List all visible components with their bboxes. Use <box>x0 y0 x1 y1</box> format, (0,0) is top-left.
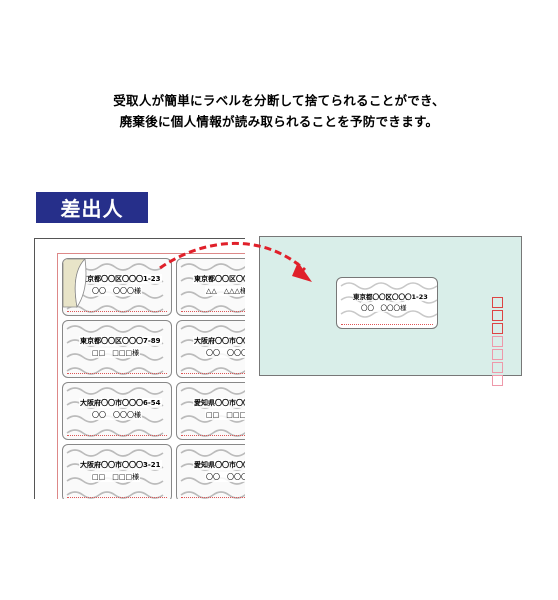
tear-line <box>341 324 433 325</box>
label-address: 東京都〇〇区〇〇〇7-89 <box>79 336 162 346</box>
label-4[interactable]: 大阪府〇〇市〇〇〇 〇〇 〇〇〇様 <box>176 320 245 378</box>
label-5[interactable]: 大阪府〇〇市〇〇〇6-54 〇〇 〇〇〇様 <box>62 382 172 440</box>
caption-line-1: 受取人が簡単にラベルを分断して捨てられることができ、 <box>113 93 445 108</box>
envelope-label-address: 東京都〇〇区〇〇〇1-23 <box>353 291 428 301</box>
label-address: 大阪府〇〇市〇〇〇6-54 <box>79 398 162 408</box>
postal-code-boxes <box>492 297 503 388</box>
peeled-corner-icon <box>63 259 87 309</box>
label-name: 〇〇 〇〇〇様 <box>205 472 245 482</box>
label-name: 〇〇 〇〇〇様 <box>205 348 245 358</box>
label-name: 〇〇 〇〇〇様 <box>91 410 142 420</box>
tear-line <box>181 373 245 374</box>
label-sheet-grid: 東京都〇〇区〇〇〇1-23 〇〇 〇〇〇様 東京都〇〇区〇〇〇1-23 △△ △… <box>57 253 245 499</box>
label-sheet: 東京都〇〇区〇〇〇1-23 〇〇 〇〇〇様 東京都〇〇区〇〇〇1-23 △△ △… <box>34 238 245 499</box>
tear-line <box>67 497 167 498</box>
label-address: 大阪府〇〇市〇〇〇3-21 <box>79 460 162 470</box>
caption-line-2: 廃棄後に個人情報が読み取られることを予防できます。 <box>119 114 439 129</box>
tear-line <box>181 497 245 498</box>
label-address: 東京都〇〇区〇〇〇1-23 <box>79 274 162 284</box>
tear-line <box>181 435 245 436</box>
tear-line <box>67 435 167 436</box>
envelope-label: 東京都〇〇区〇〇〇1-23 〇〇 〇〇〇様 <box>336 277 438 329</box>
label-address: 大阪府〇〇市〇〇〇 <box>193 336 245 346</box>
envelope: 東京都〇〇区〇〇〇1-23 〇〇 〇〇〇様 <box>259 236 522 386</box>
tear-line <box>67 373 167 374</box>
label-name: 〇〇 〇〇〇様 <box>91 286 142 296</box>
label-2[interactable]: 東京都〇〇区〇〇〇1-23 △△ △△△様 <box>176 258 245 316</box>
tear-line <box>181 311 245 312</box>
label-address: 東京都〇〇区〇〇〇1-23 <box>193 274 245 284</box>
label-name: □□ □□□様 <box>205 410 245 420</box>
label-7[interactable]: 大阪府〇〇市〇〇〇3-21 □□ □□□様 <box>62 444 172 499</box>
label-1[interactable]: 東京都〇〇区〇〇〇1-23 〇〇 〇〇〇様 <box>62 258 172 316</box>
sender-badge: 差出人 <box>36 192 148 223</box>
envelope-label-name: 〇〇 〇〇〇様 <box>361 302 407 312</box>
label-name: □□ □□□様 <box>91 472 141 482</box>
caption: 受取人が簡単にラベルを分断して捨てられることができ、 廃棄後に個人情報が読み取ら… <box>0 90 558 132</box>
label-3[interactable]: 東京都〇〇区〇〇〇7-89 □□ □□□様 <box>62 320 172 378</box>
label-name: □□ □□□様 <box>91 348 141 358</box>
label-name: △△ △△△様 <box>205 286 245 296</box>
tear-line <box>67 311 167 312</box>
